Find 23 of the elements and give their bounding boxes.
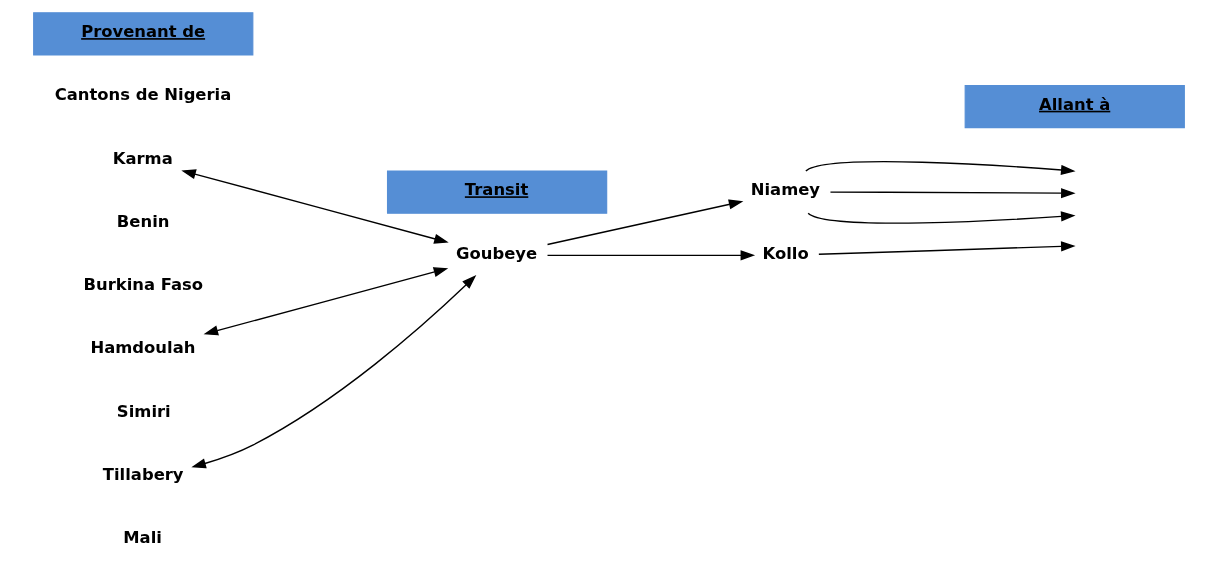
node-text: Burkina Faso — [83, 275, 203, 295]
arrow — [807, 211, 1076, 224]
arrow — [818, 241, 1076, 256]
node-text: Hamdoulah — [90, 338, 196, 358]
node-text: Mali — [123, 528, 162, 548]
node-text: Tillabery — [102, 464, 184, 484]
arrow — [546, 250, 756, 261]
label: Transit — [464, 180, 529, 200]
arrow — [191, 275, 477, 469]
node-text: Cantons de Nigeria — [54, 85, 232, 105]
node-text: Kollo — [762, 243, 809, 263]
arrow — [805, 161, 1076, 176]
label: Allant à — [1039, 94, 1111, 114]
node-text: Karma — [112, 148, 173, 168]
node-text: Niamey — [750, 180, 821, 200]
arrow — [203, 267, 449, 336]
arrow — [829, 188, 1076, 199]
node-text: Benin — [116, 211, 170, 231]
label: Provenant de — [81, 22, 206, 42]
arrow — [181, 169, 449, 244]
node-text: Goubeye — [456, 243, 538, 263]
arrow — [546, 199, 744, 246]
node-text: Simiri — [116, 401, 171, 421]
